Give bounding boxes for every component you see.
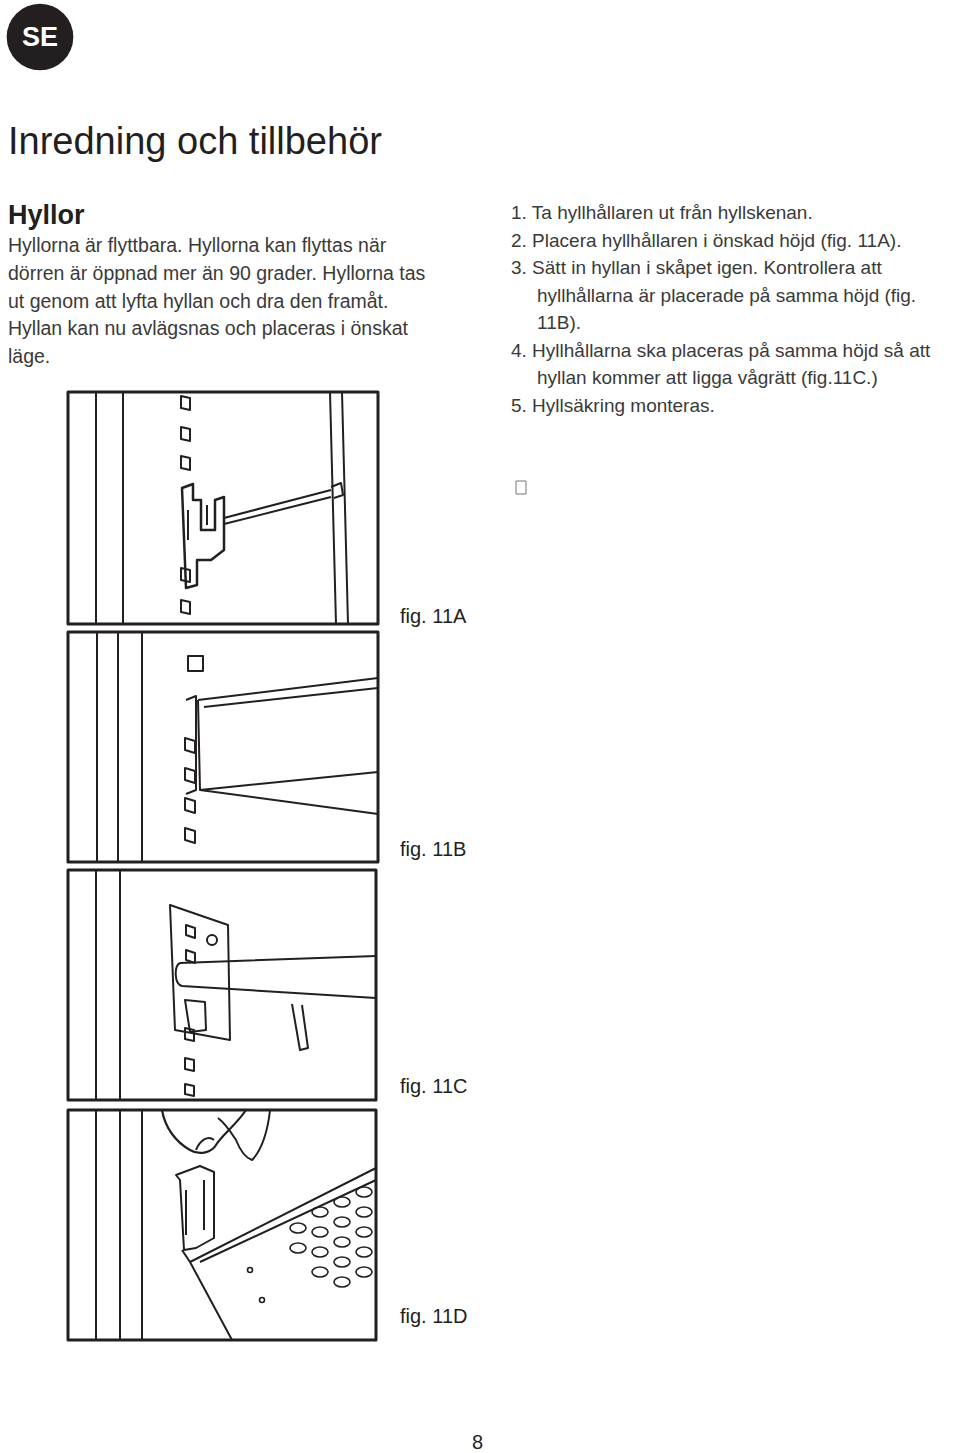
step-item: 5. Hyllsäkring monteras.	[511, 392, 953, 420]
body-paragraph: Hyllorna är flyttbara. Hyllorna kan flyt…	[8, 232, 438, 371]
figure-11b	[68, 632, 378, 862]
step-item: 3. Sätt in hyllan i skåpet igen. Kontrol…	[511, 254, 953, 337]
step-item: 2. Placera hyllhållaren i önskad höjd (f…	[511, 227, 953, 255]
step-item: 4. Hyllhållarna ska placeras på samma hö…	[511, 337, 953, 392]
step-item: 1. Ta hyllhållaren ut från hyllskenan.	[511, 199, 953, 227]
figure-label: fig. 11B	[400, 837, 466, 861]
language-badge: SE	[6, 3, 74, 71]
steps-list: 1. Ta hyllhållaren ut från hyllskenan.2.…	[511, 199, 953, 419]
section-heading: Hyllor	[8, 198, 438, 232]
left-column: HyllorHyllorna är flyttbara. Hyllorna ka…	[8, 198, 438, 371]
badge-fill	[7, 4, 74, 71]
figure-label: fig. 11A	[400, 604, 466, 628]
figure-11c	[68, 870, 376, 1100]
page-number: 8	[472, 1430, 483, 1453]
figure-label: fig. 11D	[400, 1304, 467, 1328]
figure-11a	[68, 392, 378, 624]
badge-text: SE	[22, 22, 58, 52]
figure-label: fig. 11C	[400, 1074, 467, 1098]
figure-11d	[68, 1110, 376, 1340]
page-title: Inredning och tillbehör	[8, 118, 382, 164]
